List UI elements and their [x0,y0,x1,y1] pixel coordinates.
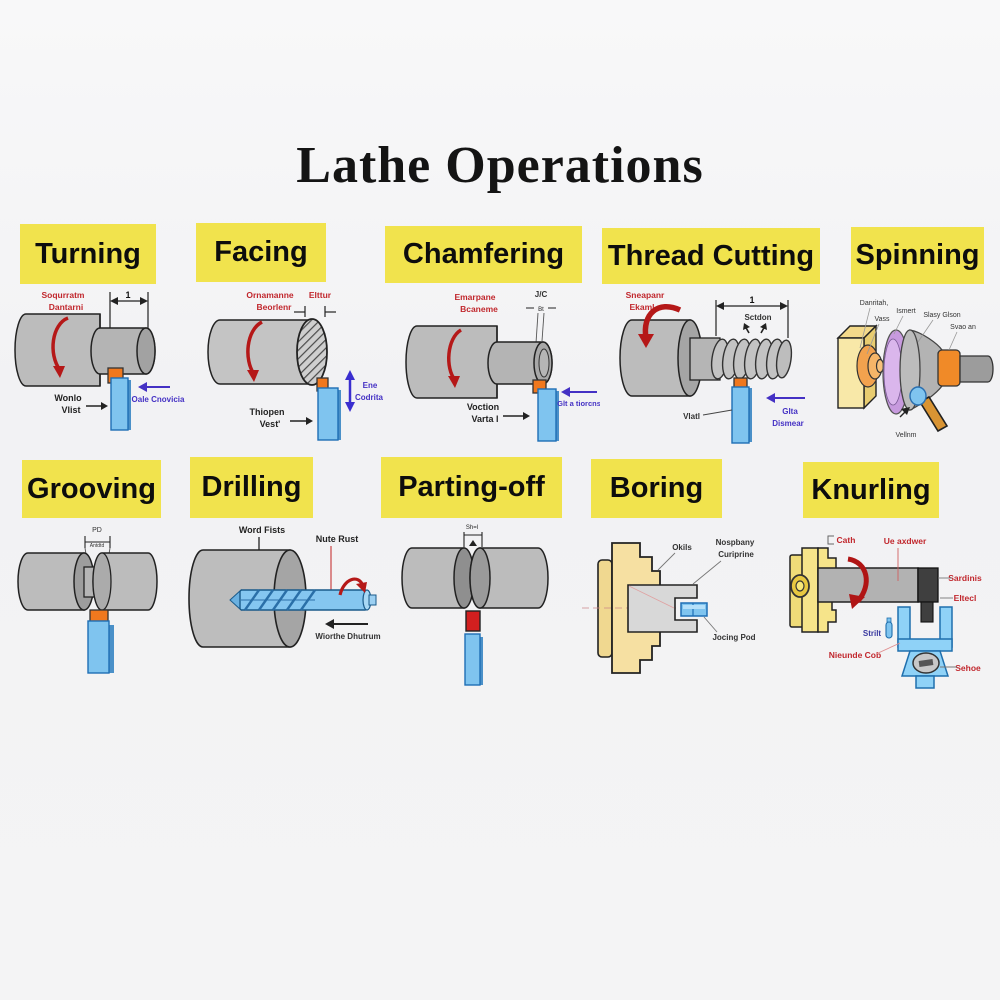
annotation-5: Svao an [950,324,976,331]
svg-text:Varta l: Varta l [471,414,498,424]
parting-off-illustration: Sh=l [401,525,549,686]
annotation-tool: Wonlo [54,393,82,403]
annotation-feed: Glta [782,407,798,416]
roller-tool [909,386,949,433]
workpiece [405,325,553,399]
rotation-arrow [246,320,263,376]
annotation-5: Strilt [863,629,882,638]
label-grooving: Grooving [22,460,161,518]
annotation-3: Ismert [896,308,916,315]
annotation-drill: Nute Rust [316,534,359,544]
machined-face [296,318,328,386]
boring-illustration: Okils Nospbany Curiprine Jocing Pod [582,538,756,674]
tailstock-ring [937,349,961,387]
annotation-1: Cath [837,535,856,545]
annotation-1: Danritah, [860,300,888,307]
label-boring: Boring [591,459,722,518]
chamfering-illustration: Emarpane Bcaneme J/C Bt Voction Varta l … [405,290,600,442]
boring-tool [680,602,708,617]
dimension-label: Sh=l [466,525,478,531]
mandrel-discs [856,344,885,388]
annotation-feed: Wiorthe Dhutrum [315,632,380,641]
annotation-chuck: Okils [672,543,692,552]
svg-text:Curiprine: Curiprine [718,550,754,559]
svg-text:Dismear: Dismear [772,419,804,428]
grooving-illustration: PD Antdtd [17,527,158,674]
tailstock-shaft [959,355,994,383]
bored-workpiece [627,584,698,633]
svg-text:Ekaml: Ekaml [629,302,654,312]
rotation-arrow [642,304,682,339]
chuck-backplate [597,559,613,658]
cutting-tool [316,377,341,441]
annotation-4: Eltecl [954,593,977,603]
annotation-feed: Oale Cnovicia [132,395,185,404]
label-spinning: Spinning [851,227,984,284]
svg-text:Vest': Vest' [260,419,281,429]
annotation-rotation: Sneapanr [626,290,665,300]
annotation-pitch: Sctdon [744,313,771,322]
workpiece [14,313,156,387]
parting-tool [464,610,483,686]
cutting-tool [532,379,559,442]
annotation-7: Sehoe [955,663,981,673]
cutting-tool [87,609,114,674]
annotation-feed: Ene [363,381,378,390]
svg-text:Beorlenr: Beorlenr [257,302,293,312]
label-thread-cutting: Thread Cutting [602,228,820,284]
label-facing: Facing [196,223,326,282]
annotation-6: Nieunde Cob [829,650,881,660]
annotation-2: Vass [874,316,890,323]
workpiece-right [469,547,549,609]
page-title: Lathe Operations [296,137,704,194]
thread-cutting-illustration: Sneapanr Ekaml 1 Sctdon Vlatl [619,290,805,444]
facing-illustration: Ornamanne Beorlenr Elttur Ene Codrita Th… [207,290,384,441]
drilling-illustration: Word Fists Nute Rust Wiorthe Dhutrum [188,525,381,648]
dimension-label: Elttur [309,290,332,300]
workpiece-left [401,547,475,609]
label-drilling: Drilling [190,457,313,518]
cutting-tool [731,377,752,444]
svg-text:Dantarni: Dantarni [49,302,83,312]
annotation-2: Ue axdwer [884,536,927,546]
annotation-3: Sardinis [948,573,982,583]
dimension-label: J/C [535,290,548,299]
annotation-4: Slasy Glson [923,312,960,319]
annotation-rotation: Ornamanne [246,290,294,300]
dimension-label: 1 [749,295,754,305]
spinning-illustration: Danritah, Vass Ismert Slasy Glson Svao a… [836,300,994,439]
turning-illustration: Soqurratm Dantarni 1 Wonlo Vlist Oale Cn… [14,290,185,431]
svg-text:Antdtd: Antdtd [90,543,105,549]
workpiece [207,318,328,386]
knurled-section [917,567,939,623]
annotation-feed: Glt a tiorcns [557,399,600,408]
workpiece [17,552,158,611]
svg-text:Bcaneme: Bcaneme [460,304,498,314]
label-knurling: Knurling [803,462,939,518]
drill-bit [229,588,377,612]
label-chamfering: Chamfering [385,226,582,283]
label-parting-off: Parting-off [381,457,562,518]
annotation-workpiece: Nospbany [716,538,755,547]
annotation-workpiece: Word Fists [239,525,285,535]
annotation-6: Vellnm [895,432,916,439]
annotation-tool: Jocing Pod [712,633,755,642]
svg-text:Codrita: Codrita [355,393,384,402]
knurling-tool [897,606,953,689]
annotation-tool: Voction [467,402,499,412]
annotation-tool: Vlatl [683,412,700,421]
threads [710,338,793,380]
svg-text:Bt: Bt [538,307,544,313]
pin [885,617,893,639]
annotation-tool: Thiopen [250,407,285,417]
annotation-rotation: Emarpane [454,292,495,302]
rotation-arrow [51,316,69,372]
cutting-tool [107,367,131,431]
dimension-label: PD [92,527,102,534]
knurling-illustration: Cath Ue axdwer Sardinis Eltecl Strilt Ni… [789,535,982,689]
dimension-label: 1 [125,290,130,300]
svg-text:Vlist: Vlist [61,405,80,415]
label-turning: Turning [20,224,156,284]
annotation-rotation: Soqurratm [42,290,85,300]
